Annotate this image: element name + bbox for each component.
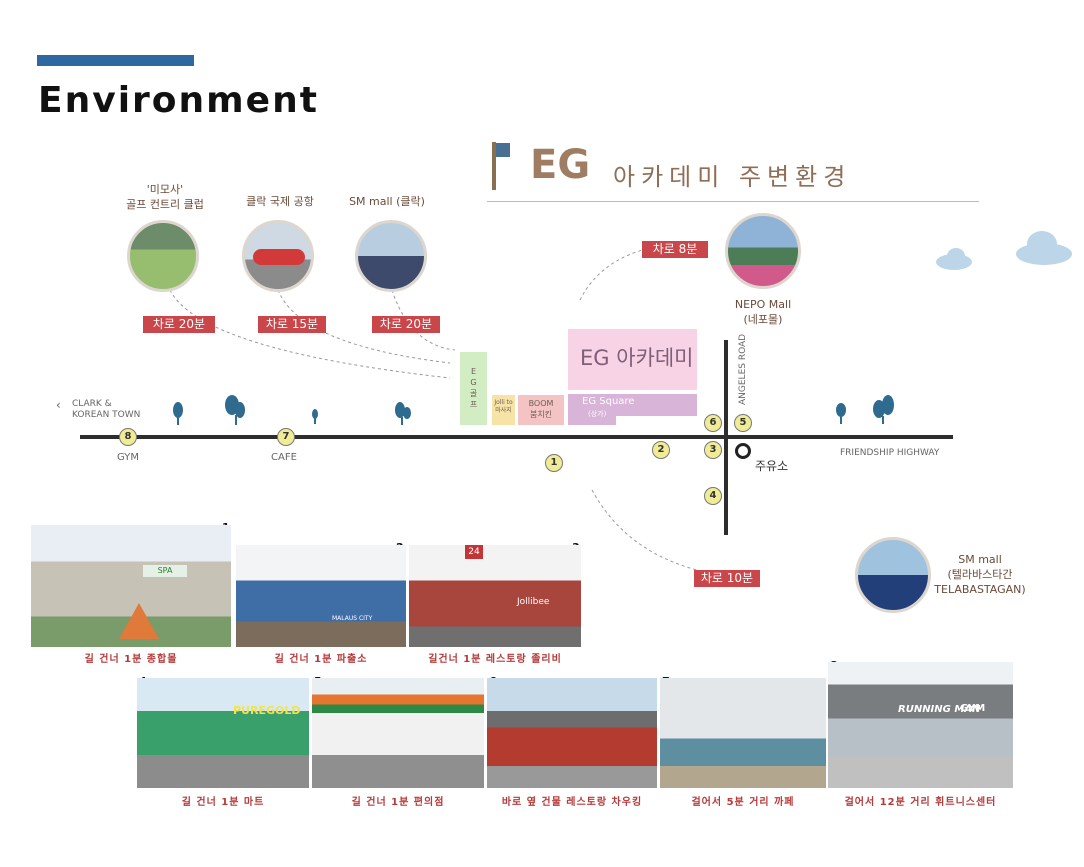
cloud-icon <box>936 231 1072 270</box>
map-marker-2: 2 <box>652 441 670 459</box>
photo-smclark <box>355 220 427 292</box>
label-gas-station: 주유소 <box>755 459 789 473</box>
title-underline <box>487 201 979 202</box>
flag-pole <box>492 142 496 190</box>
eg-academy-label: EG 아카데미 <box>580 346 694 370</box>
title-korean: 아카데미 주변환경 <box>613 163 852 191</box>
map-marker-8: 8 <box>119 428 137 446</box>
photo-mall: SPA <box>31 525 231 647</box>
police-sign: MALAUS CITY <box>332 615 373 622</box>
photo-chowking <box>487 678 657 788</box>
title-eg: EG <box>530 142 591 188</box>
label-clark: CLARK & KOREAN TOWN <box>72 399 141 420</box>
map-marker-6: 6 <box>704 414 722 432</box>
boom-label: BOOM 붐치킨 <box>528 399 554 419</box>
photo-police: MALAUS CITY <box>236 545 406 647</box>
place-title-mimosa: '미모사' 골프 컨트리 클럽 <box>126 183 204 211</box>
map-marker-4: 4 <box>704 487 722 505</box>
tag-smtela: 차로 10분 <box>694 570 760 587</box>
caption-photo-6: 바로 옆 건물 레스토랑 차우킹 <box>501 797 643 808</box>
photo-mimosa-golf <box>127 220 199 292</box>
chevron-left-icon: ‹ <box>56 398 61 412</box>
jollito-label: Jolli to 마사지 <box>494 399 513 414</box>
eg-academy-building <box>568 329 697 390</box>
mall-tree-logo <box>119 603 159 639</box>
photo-jollibee: 24 Jollibee <box>409 545 581 647</box>
photo-convenience-store <box>312 678 484 788</box>
mall-sign: SPA <box>143 565 187 577</box>
eg-square-annex <box>568 414 616 425</box>
photo-gym: RUNNING MAN GYM <box>828 662 1013 788</box>
tag-smclark: 차로 20분 <box>372 316 440 333</box>
photo-airport <box>242 220 314 292</box>
accent-bar <box>37 55 194 66</box>
jollito-building <box>492 395 515 425</box>
label-friendship-highway: FRIENDSHIP HIGHWAY <box>840 448 940 458</box>
map-marker-3: 3 <box>704 441 722 459</box>
gym-runningman-sign: RUNNING MAN <box>898 704 981 715</box>
caption-photo-1: 길 건너 1분 종합몰 <box>84 654 178 665</box>
place-title-smtela: SM mall (텔라바스타간 TELABASTAGAN) <box>934 553 1026 596</box>
boom-building <box>518 395 564 425</box>
caption-photo-7: 걸어서 5분 거리 까페 <box>691 797 795 808</box>
friendship-highway-road <box>80 435 953 439</box>
page-heading: Environment <box>38 80 319 121</box>
photo-cafe <box>660 678 826 788</box>
caption-photo-2: 길 건너 1분 파출소 <box>274 654 368 665</box>
gas-station-icon <box>735 443 751 459</box>
eg-golf-building <box>460 352 487 425</box>
jollibee-24-sign: 24 <box>465 545 483 559</box>
place-title-smclark: SM mall (클락) <box>349 195 425 208</box>
map-marker-7: 7 <box>277 428 295 446</box>
caption-photo-4: 길 건너 1분 마트 <box>181 797 265 808</box>
caption-photo-5: 길 건너 1분 편의점 <box>351 797 445 808</box>
tag-airport: 차로 15분 <box>258 316 326 333</box>
caption-photo-3: 길건너 1분 레스토랑 졸리비 <box>428 654 562 665</box>
jollibee-sign: Jollibee <box>517 597 550 607</box>
angeles-road <box>724 340 728 535</box>
eg-golf-label: E G 골 프 <box>469 367 478 409</box>
tag-mimosa: 차로 20분 <box>143 316 215 333</box>
puregold-sign: PUREGOLD <box>233 704 301 717</box>
eg-square-label: EG Square <box>582 396 635 407</box>
eg-square-sublabel: (상가) <box>588 410 607 418</box>
label-gym: GYM <box>117 452 139 463</box>
tag-nepo: 차로 8분 <box>642 241 708 258</box>
caption-photo-8: 걸어서 12분 거리 휘트니스센터 <box>844 797 997 808</box>
map-marker-1: 1 <box>545 454 563 472</box>
label-cafe: CAFE <box>271 452 297 463</box>
place-title-airport: 클락 국제 공항 <box>246 195 314 208</box>
map-marker-5: 5 <box>734 414 752 432</box>
flag-icon <box>496 143 510 157</box>
photo-smtela <box>855 537 931 613</box>
gym-sign: GYM <box>960 703 986 714</box>
photo-puregold: PUREGOLD <box>137 678 309 788</box>
photo-nepo <box>725 213 801 289</box>
place-title-nepo: NEPO Mall (네포몰) <box>734 298 792 326</box>
eg-square-building <box>568 394 697 416</box>
